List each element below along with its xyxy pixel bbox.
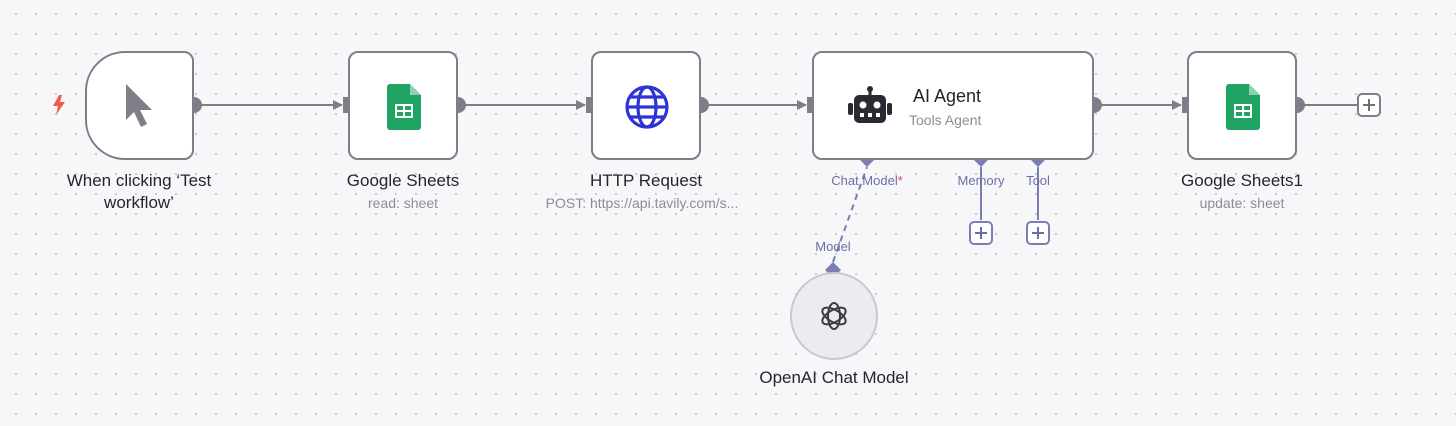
openai-chat-model-title: OpenAI Chat Model: [759, 368, 909, 387]
openai-logo-icon: [821, 302, 847, 330]
http-request-subtitle: POST: https://api.tavily.com/s...: [545, 195, 739, 211]
google-sheets-icon: [387, 84, 421, 130]
chat-model-port-label: Chat Model*: [831, 173, 903, 188]
tool-port-label: Tool: [1026, 173, 1050, 188]
trigger-node-title: When clicking ‘Test workflow’: [67, 170, 212, 214]
connection-model-agent[interactable]: [832, 166, 868, 263]
google-sheets-node[interactable]: [348, 51, 458, 160]
arrow-head: [576, 100, 586, 110]
trigger-node[interactable]: [85, 51, 194, 160]
input-port[interactable]: [343, 97, 349, 113]
arrow-head: [333, 100, 343, 110]
add-next-node-button[interactable]: [1357, 93, 1381, 117]
input-port[interactable]: [807, 97, 813, 113]
input-port[interactable]: [586, 97, 592, 113]
google-sheets1-node[interactable]: [1187, 51, 1297, 160]
arrow-head: [797, 100, 807, 110]
robot-icon: [848, 86, 892, 123]
input-port[interactable]: [1182, 97, 1188, 113]
trigger-title-line-2: workflow’: [104, 193, 174, 212]
ai-agent-title: AI Agent: [913, 86, 982, 106]
http-request-title: HTTP Request: [589, 171, 703, 190]
memory-port-label: Memory: [957, 173, 1005, 188]
google-sheets-title: Google Sheets: [346, 171, 460, 190]
ai-agent-node[interactable]: AI Agent Tools Agent: [812, 51, 1094, 160]
openai-chat-model-node[interactable]: [790, 272, 878, 360]
add-memory-button[interactable]: [969, 221, 993, 245]
add-tool-button[interactable]: [1026, 221, 1050, 245]
model-port-label: Model: [815, 239, 851, 254]
arrow-head: [1172, 100, 1182, 110]
ai-agent-subtitle: Tools Agent: [909, 112, 982, 128]
google-sheets1-subtitle: update: sheet: [1199, 195, 1285, 211]
mouse-pointer-icon: [126, 84, 152, 127]
google-sheets-subtitle: read: sheet: [367, 195, 439, 211]
lightning-bolt-icon: [53, 95, 65, 115]
chat-model-label-text: Chat Model: [831, 173, 898, 188]
http-request-node[interactable]: [591, 51, 701, 160]
required-marker: *: [897, 173, 903, 188]
trigger-title-line-1: When clicking ‘Test: [66, 171, 212, 190]
google-sheets1-title: Google Sheets1: [1181, 171, 1303, 190]
globe-icon: [625, 85, 669, 129]
google-sheets-icon: [1226, 84, 1260, 130]
